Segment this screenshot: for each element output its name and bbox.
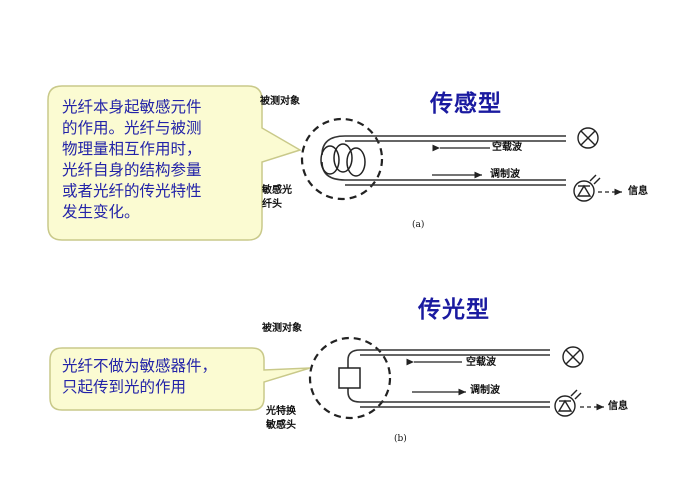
caption-b: (b) (394, 434, 407, 444)
label-measured-object-bottom: 被测对象 (262, 323, 302, 334)
light-source-icon-top (577, 127, 599, 149)
fiber-top (321, 135, 566, 186)
fiber-bottom (347, 349, 550, 408)
fiber-coil-top (320, 143, 366, 177)
label-modulated-wave-bottom: 调制波 (470, 385, 500, 396)
sensor-box-bottom (338, 367, 361, 389)
title-sensing-type: 传感型 (430, 91, 502, 117)
label-conversion-sensor-head: 光特换 敏感头 (266, 406, 296, 431)
callout-bubble-top (47, 85, 302, 241)
light-source-icon-bottom (562, 346, 584, 368)
title-transmission-type: 传光型 (418, 297, 490, 323)
callout-bubble-bottom (49, 347, 311, 411)
photodetector-icon-top (573, 174, 601, 202)
photodetector-icon-bottom (554, 389, 582, 417)
label-info-bottom: 信息 (608, 401, 628, 412)
label-info-top: 信息 (628, 186, 648, 197)
label-carrier-wave-bottom: 空载波 (466, 357, 496, 368)
object-circle-top (300, 117, 384, 201)
callout-text-bottom: 光纤不做为敏感器件， 只起传到光的作用 (62, 357, 218, 396)
label-modulated-wave-top: 调制波 (490, 169, 520, 180)
label-sensing-fiber-head: 敏感光 纤头 (262, 185, 292, 210)
label-measured-object-top: 被测对象 (260, 96, 300, 107)
caption-a: (a) (412, 220, 425, 230)
label-carrier-wave-top: 空载波 (492, 142, 522, 153)
callout-text-top: 光纤本身起敏感元件 的作用。光纤与被测 物理量相互作用时， 光纤自身的结构参量 … (62, 98, 202, 221)
object-circle-bottom (308, 336, 392, 420)
